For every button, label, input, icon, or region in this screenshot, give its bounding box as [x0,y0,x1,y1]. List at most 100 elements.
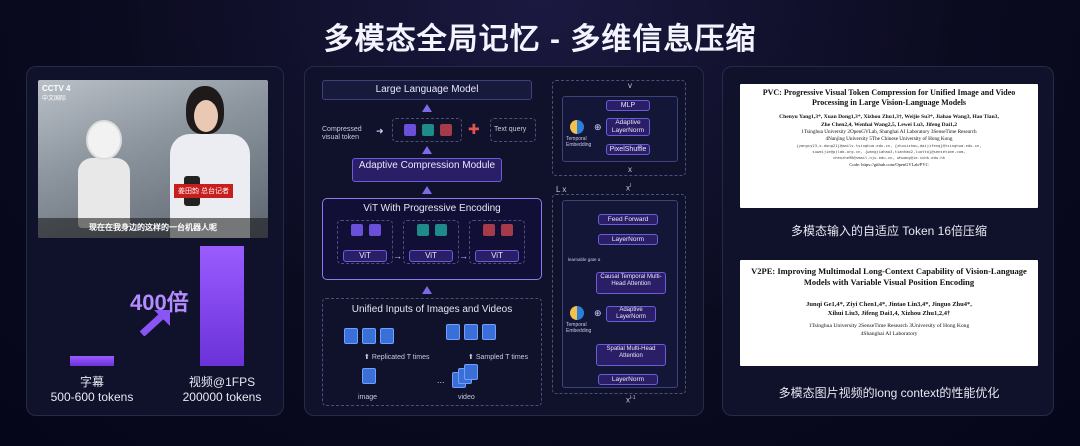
name-tag: 姜田韵 总台记者 [174,184,233,198]
x-label: x [628,165,632,174]
text-query-label: Text query [494,126,527,133]
up-arrow-icon [422,146,432,154]
vit-token-5 [435,224,447,236]
image-label: image [358,394,378,401]
vit-encoding-title: ViT With Progressive Encoding [363,203,501,214]
vit-token-3 [483,224,495,236]
up-arrow-icon [422,286,432,294]
compressed-token-label: Compressed visual token [322,126,362,141]
spatial-attention-box: Spatial Multi-Head Attention [596,344,666,366]
vit-block-3 [469,220,525,264]
paper-authors: Junqi Ge1,4*, Ziyi Chen1,4*, Jintao Lin3… [806,301,972,308]
token-red [440,124,452,136]
paper-code-link[interactable]: Code: https://github.com/OpenGVLab/PVC [849,162,929,167]
video-subtitle: 现在在我身边的这样的一台机器人呢 [38,218,268,238]
token-purple [404,124,416,136]
image-icon [344,328,358,344]
temporal-embedding-icon [570,306,584,320]
compressed-token-group [392,118,462,142]
paper-card-pvc: PVC: Progressive Visual Token Compressio… [740,84,1038,208]
paper-emails: {yangcy23,x-dong21}@mails.tsinghua.edu.c… [796,143,982,148]
vit-block-1 [337,220,393,264]
temporal-embedding-label: Temporal Embedding [566,136,592,148]
paper-affiliation: 4Shanghai AI Laboratory [860,331,918,337]
causal-attention-box: Causal Temporal Multi-Head Attention [596,272,666,294]
pixelshuffle-box: PixelShuffle [606,144,650,155]
text-query-box [490,118,536,142]
add-circle-icon: ⊕ [594,122,602,132]
feed-forward-box: Feed Forward [598,214,658,225]
right-arrow-icon: → [393,251,402,261]
plus-icon: ✚ [468,121,480,137]
adaptive-layernorm-box: Adaptive LayerNorm [606,118,650,136]
lower-module-frame [552,194,686,394]
paper-affiliation: 1Tsinghua University 2OpenGVLab, Shangha… [801,129,977,135]
paper-affiliation: 4Nanjing University 5The Chinese Univers… [825,136,953,142]
paper-title: V2PE: Improving Multimodal Long-Context … [751,266,1027,287]
token-teal [422,124,434,136]
layernorm-box-2: LayerNorm [598,374,658,385]
adaptive-compression-box: Adaptive Compression Module [352,158,502,182]
x-bottom-label: xl-1 [626,395,636,405]
learnable-gate-label: learnable gate α [568,257,601,262]
up-arrow-icon [422,104,432,112]
adaptive-layernorm-box-2: Adaptive LayerNorm [606,306,656,322]
video-label: video [458,394,475,401]
sampled-label: ⬆ Sampled T times [468,354,529,361]
image-icon [380,328,394,344]
vit-token-6 [501,224,513,236]
paper-emails: chenzhe98@smail.nju.edu.cn, whwang@ie.cu… [832,155,945,160]
right-arrow-icon: → [459,251,468,261]
video-frame-icon [464,324,478,340]
robot-figure [78,158,130,228]
page-title: 多模态全局记忆 - 多维信息压缩 [323,23,757,56]
paper-title: PVC: Progressive Visual Token Compressio… [762,88,1016,107]
vit-box-3: ViT [475,250,519,262]
paper-emails: suweijie@pjlab.org.cn, {wangjiahao3,tian… [812,149,966,154]
unified-inputs-title: Unified Inputs of Images and Videos [351,304,513,315]
growth-arrow-icon [140,310,170,336]
ellipsis: ... [437,375,445,385]
replicated-label: ⬆ Replicated T times [364,354,430,361]
paper-card-v2pe: V2PE: Improving Multimodal Long-Context … [740,260,1038,366]
up-arrow-icon [422,186,432,194]
right-arrow-icon: ➜ [376,126,384,136]
temporal-embedding-icon [570,120,584,134]
paper-affiliation: 1Tsinghua University 2SenseTime Research… [808,323,970,329]
upper-module-frame [552,80,686,176]
lx-label: L x [556,185,567,194]
image-icon [362,328,376,344]
x-top-label: xl [626,183,632,193]
paper-authors: Zhe Chen2,4, Wenhai Wang2,5, Lewei Lu3, … [820,122,958,128]
vit-box-2: ViT [409,250,453,262]
video-stack-icon [464,364,478,380]
paper-authors: Xihui Liu3, Jifeng Dai1,4, Xizhou Zhu1,2… [827,310,951,317]
unified-inputs-frame [322,298,542,406]
paper-authors: Chenyu Yang1,3*, Xuan Dong1,3*, Xizhou Z… [779,114,999,120]
caption-v2pe: 多模态图片视频的long context的性能优化 [778,386,1000,400]
robot-head [86,120,122,160]
vit-encoding-frame [322,198,542,280]
caption-pvc: 多模态输入的自适应 Token 16倍压缩 [790,224,988,238]
bar-video-tokens [200,246,244,366]
vit-box-1: ViT [343,250,387,262]
vit-block-2 [403,220,459,264]
add-circle-icon: ⊕ [594,308,602,318]
image-icon [362,368,376,384]
bar-subtitle-tokens [70,356,114,366]
llm-box: Large Language Model [322,80,532,100]
vit-token-2 [417,224,429,236]
vit-token-4 [369,224,381,236]
mlp-box: MLP [606,100,650,111]
temporal-embedding-label: Temporal Embedding [566,322,592,334]
v-label: v [628,81,632,90]
video-frame-icon [482,324,496,340]
video-frame-icon [446,324,460,340]
reporter-face [194,100,218,132]
vit-token-1 [351,224,363,236]
